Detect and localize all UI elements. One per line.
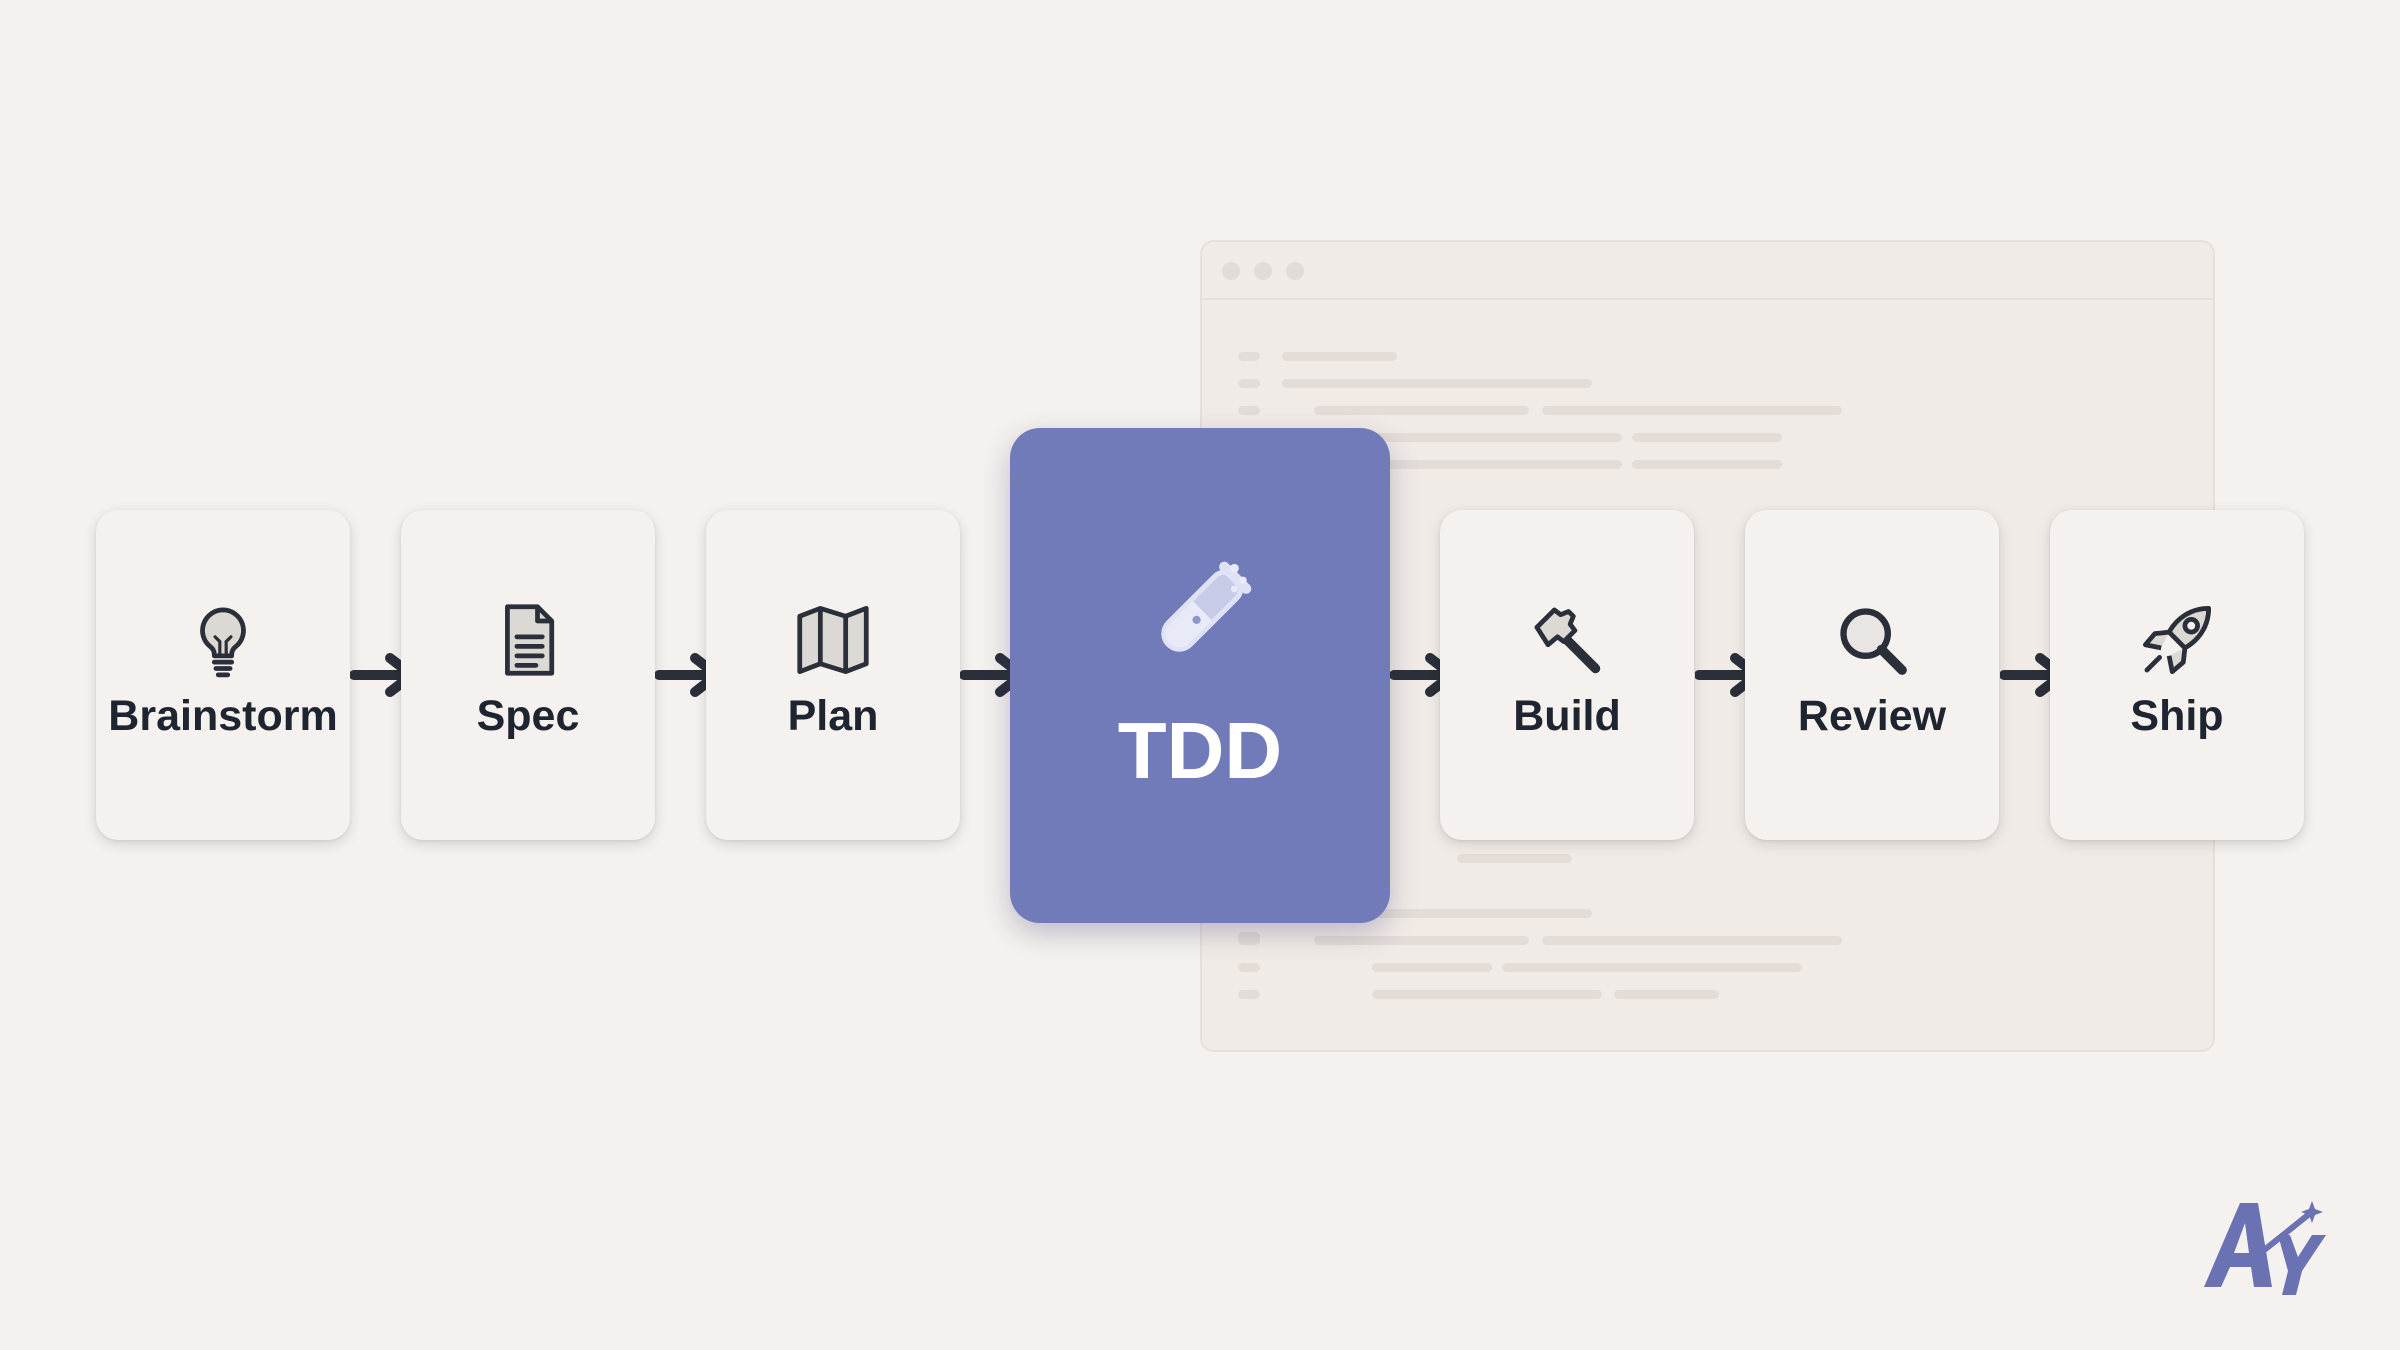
code-line — [1502, 963, 1802, 972]
code-line — [1238, 963, 1260, 972]
magnifier-icon — [1840, 608, 1907, 675]
step-label: Review — [1797, 692, 1947, 740]
step-label: Brainstorm — [108, 692, 338, 740]
code-line — [1282, 352, 1397, 361]
code-line — [1372, 433, 1622, 442]
code-line — [1457, 854, 1572, 863]
step-card-tdd: TDD — [1010, 428, 1390, 923]
code-line — [1238, 379, 1260, 388]
window-dot — [1254, 262, 1272, 280]
rocket-icon — [2142, 605, 2212, 675]
code-line — [1314, 406, 1529, 415]
code-line — [1238, 352, 1260, 361]
lightbulb-icon — [200, 607, 246, 678]
brand-logo — [2204, 1201, 2326, 1295]
step-label: Spec — [476, 692, 580, 740]
code-line — [1372, 963, 1492, 972]
step-card-ship: Ship — [2050, 510, 2304, 840]
editor-title-bar — [1202, 242, 2213, 300]
step-label: Ship — [2130, 692, 2224, 740]
code-line — [1632, 433, 1782, 442]
window-dot — [1286, 262, 1304, 280]
code-line — [1542, 936, 1842, 945]
step-card-build: Build — [1440, 510, 1694, 840]
map-icon — [797, 605, 869, 675]
document-icon — [505, 604, 555, 676]
code-line — [1314, 936, 1529, 945]
test-tube-icon — [1161, 561, 1252, 652]
step-label: Plan — [787, 692, 879, 740]
step-card-review: Review — [1745, 510, 1999, 840]
code-line — [1238, 990, 1260, 999]
code-line — [1282, 909, 1592, 918]
code-line — [1238, 936, 1260, 945]
window-dot — [1222, 262, 1240, 280]
code-line — [1632, 460, 1782, 469]
code-line — [1542, 406, 1842, 415]
step-card-brainstorm: Brainstorm — [96, 510, 350, 840]
code-line — [1372, 460, 1622, 469]
code-line — [1238, 406, 1260, 415]
code-line — [1282, 379, 1592, 388]
code-line — [1614, 990, 1719, 999]
step-label: TDD — [1117, 706, 1283, 795]
step-card-spec: Spec — [401, 510, 655, 840]
step-label: Build — [1513, 692, 1621, 740]
code-line — [1372, 990, 1602, 999]
step-card-plan: Plan — [706, 510, 960, 840]
hammer-icon — [1534, 607, 1601, 674]
